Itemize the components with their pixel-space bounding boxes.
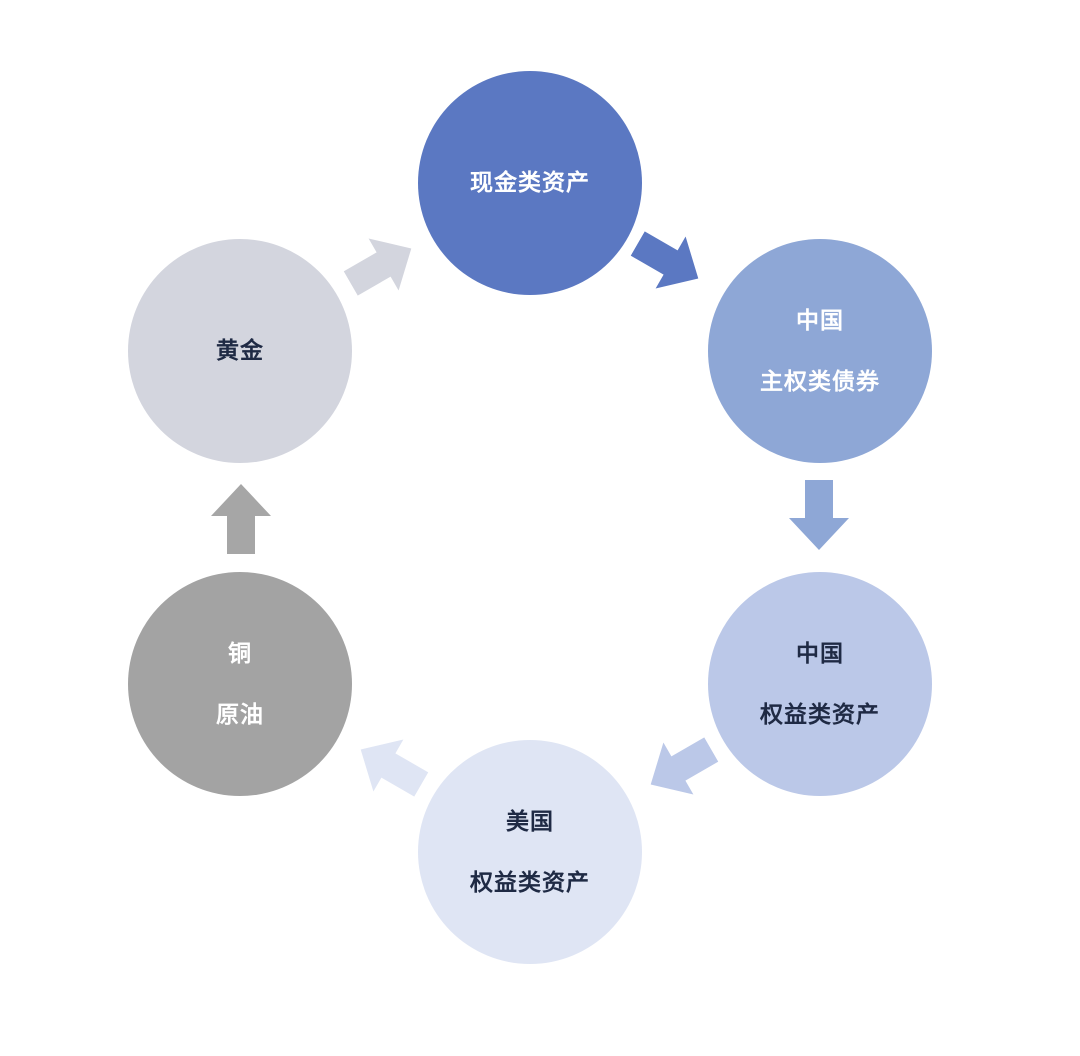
arrow-right-icon — [623, 218, 714, 305]
arrow-down-icon — [789, 480, 849, 550]
arrow-down-left-icon — [636, 724, 727, 811]
node-label-line-1: 铜 — [228, 640, 252, 667]
node-us-equity-assets: 美国 权益类资产 — [418, 740, 642, 964]
node-china-sovereign-bonds: 中国 主权类债券 — [708, 239, 932, 463]
arrow-up-icon — [211, 484, 271, 554]
node-copper-crude-oil: 铜 原油 — [128, 572, 352, 796]
node-label-line-1: 现金类资产 — [470, 170, 590, 196]
node-label-line-1: 美国 — [506, 808, 554, 835]
node-china-equity-assets: 中国 权益类资产 — [708, 572, 932, 796]
node-label-line-1: 中国 — [796, 307, 844, 334]
node-label-line-2: 权益类资产 — [470, 869, 590, 896]
arrow-up-right-icon — [336, 223, 427, 310]
node-label-line-2: 原油 — [216, 701, 264, 728]
node-label-line-2: 权益类资产 — [760, 701, 880, 728]
node-label-line-1: 中国 — [796, 640, 844, 667]
node-label-line-1: 黄金 — [216, 338, 264, 364]
node-gold: 黄金 — [128, 239, 352, 463]
node-label-line-2: 主权类债券 — [760, 368, 880, 395]
arrow-up-left-icon — [346, 724, 437, 811]
node-cash-assets: 现金类资产 — [418, 71, 642, 295]
